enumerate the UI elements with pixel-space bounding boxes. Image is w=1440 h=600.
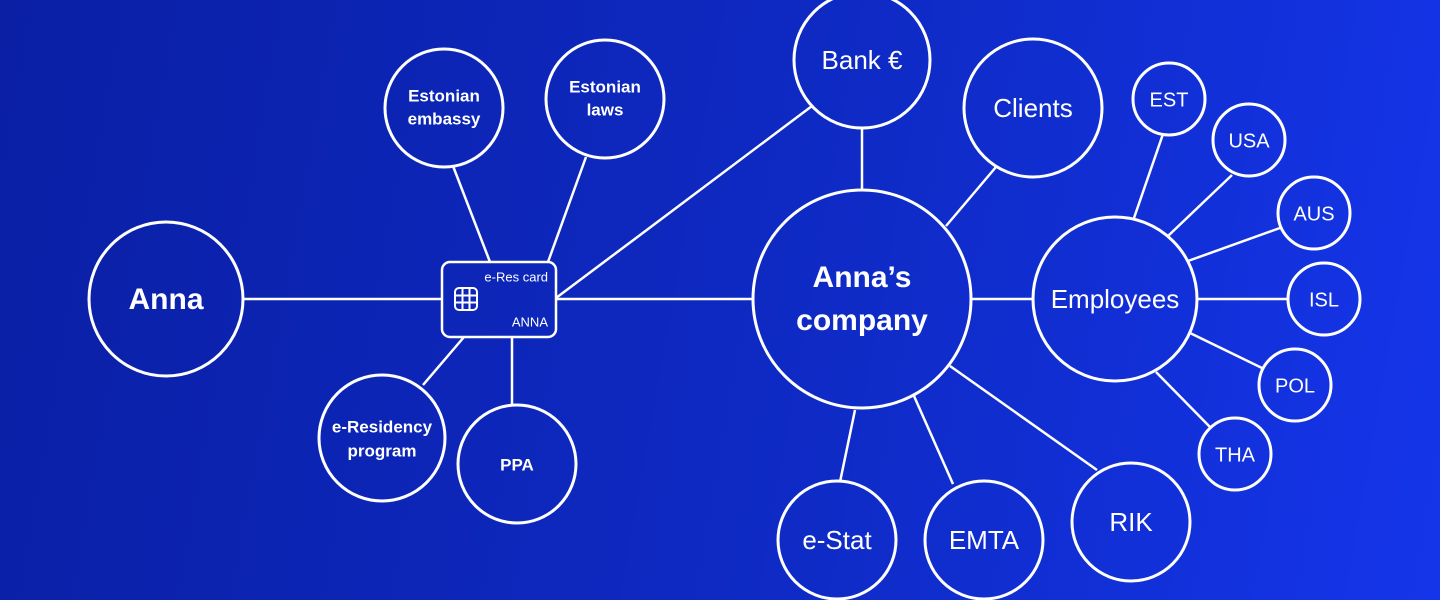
svg-text:embassy: embassy [408,109,481,128]
node-anna: Anna [87,220,245,378]
svg-text:EST: EST [1150,89,1189,111]
node-e-residency-program: e-Residency program [317,373,447,503]
node-clients: Clients [962,37,1104,179]
connections [244,105,1288,485]
node-tha: THA [1197,416,1273,492]
node-ppa: PPA [456,403,578,525]
edge-employees-usa [1167,174,1233,237]
node-employees: Employees [1031,215,1199,383]
node-rik: RIK [1070,461,1192,583]
card-title: e-Res card [484,269,548,284]
e-res-card: e-Res card ANNA [440,260,558,339]
edge-company-emta [912,395,955,485]
svg-text:Estonian: Estonian [408,86,480,105]
edge-employees-tha [1155,371,1211,428]
svg-text:AUS: AUS [1293,203,1334,225]
node-annas-company: Anna’s company [751,188,973,410]
svg-text:e-Stat: e-Stat [802,525,872,555]
svg-text:POL: POL [1275,375,1315,397]
edge-card-bank [555,105,813,299]
node-emta: EMTA [923,479,1045,600]
svg-text:e-Residency: e-Residency [332,417,433,436]
node-usa: USA [1211,102,1287,178]
svg-text:company: company [796,304,928,337]
edge-employees-pol [1189,331,1263,370]
edge-company-rik [949,364,1098,472]
node-isl: ISL [1286,261,1362,337]
edge-company-estat [838,409,857,483]
svg-text:laws: laws [587,100,624,119]
edge-card-residency [422,336,465,386]
node-est: EST [1131,61,1207,137]
card-holder: ANNA [512,314,548,329]
node-e-stat: e-Stat [776,479,898,600]
node-pol: POL [1257,347,1333,423]
chip-icon [454,287,478,311]
svg-text:THA: THA [1215,444,1256,466]
edge-employees-aus [1187,226,1281,263]
edge-card-embassy [451,165,492,263]
edge-employees-est [1132,133,1165,219]
node-estonian-embassy: Estonian embassy [383,47,505,169]
svg-text:ISL: ISL [1309,289,1339,311]
node-aus: AUS [1276,175,1352,251]
edge-card-laws [546,156,588,263]
edge-clients-company [945,166,997,227]
svg-text:PPA: PPA [500,455,534,474]
svg-text:Bank €: Bank € [822,45,903,75]
svg-text:Clients: Clients [993,93,1072,123]
svg-text:USA: USA [1228,130,1270,152]
svg-text:Employees: Employees [1051,284,1180,314]
svg-text:EMTA: EMTA [949,525,1020,555]
svg-text:program: program [348,441,417,460]
node-estonian-laws: Estonian laws [544,38,666,160]
svg-text:RIK: RIK [1109,507,1153,537]
node-bank: Bank € [792,0,932,130]
svg-text:Anna: Anna [129,283,204,316]
svg-text:Estonian: Estonian [569,77,641,96]
svg-text:Anna’s: Anna’s [813,261,912,294]
